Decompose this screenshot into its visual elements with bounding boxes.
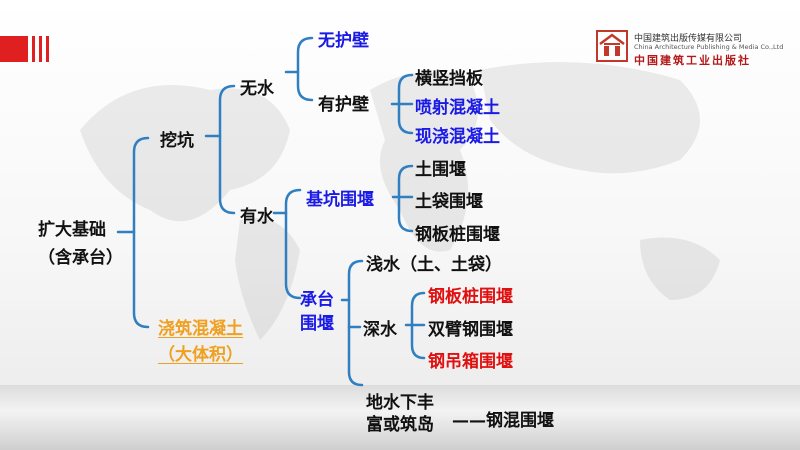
node-root-line2: （含承台）	[38, 248, 123, 268]
node-jiaozhu-line2: （大体积）	[158, 345, 243, 365]
publisher-name-calligraphy: 中国建筑工业出版社	[634, 54, 751, 67]
node-tuweiyan: 土围堰	[415, 160, 466, 180]
node-chengtai-line2: 围堰	[300, 314, 334, 334]
node-chengtai-line1: 承台	[300, 290, 334, 310]
node-jiaozhu-line1: 浇筑混凝土	[158, 319, 243, 339]
publisher-name-en: China Architecture Publishing & Media Co…	[634, 43, 784, 51]
connector-wakeng	[218, 84, 236, 215]
node-jiaozhu: 浇筑混凝土 （大体积）	[158, 316, 243, 368]
node-qianshui: 浅水（土、土袋）	[366, 255, 502, 275]
connector-chengtai	[347, 259, 364, 387]
publisher-name-cn: 中国建筑出版传媒有限公司	[634, 34, 743, 44]
connector-jikeng	[397, 164, 414, 233]
floor-gradient	[0, 385, 800, 450]
node-dishui-line1: 地水下丰	[366, 393, 434, 413]
node-xianjiao: 现浇混凝土	[415, 127, 500, 147]
node-gangbanzhuang: 钢板桩围堰	[415, 225, 500, 245]
connector-root	[132, 136, 150, 329]
publisher-emblem-icon	[596, 30, 628, 62]
red-stripes	[30, 36, 50, 62]
node-root-line1: 扩大基础	[38, 220, 106, 240]
node-diaoxiang: 钢吊箱围堰	[428, 352, 513, 372]
red-corner-tab	[0, 36, 28, 62]
node-chengtai: 承台 围堰	[300, 288, 334, 336]
node-penshe: 喷射混凝土	[415, 98, 500, 118]
node-root: 扩大基础 （含承台）	[38, 216, 123, 272]
node-shuangbi: 双臂钢围堰	[428, 320, 513, 340]
node-wuhubi: 无护壁	[318, 31, 369, 51]
connector-youshui	[284, 188, 302, 300]
publisher-logo: 中国建筑出版传媒有限公司 China Architecture Publishi…	[596, 28, 796, 68]
node-youshui: 有水	[240, 207, 274, 227]
connector-wushui	[296, 36, 314, 102]
node-dishui-line2: 富或筑岛	[366, 415, 434, 435]
node-youhubi: 有护壁	[318, 95, 369, 115]
node-wakeng: 挖坑	[160, 131, 194, 151]
node-tudai: 土袋围堰	[415, 192, 483, 212]
node-dishui: 地水下丰 富或筑岛	[366, 392, 434, 436]
node-shenshui: 深水	[363, 320, 397, 340]
node-wushui: 无水	[240, 79, 274, 99]
node-shenshui-gbz: 钢板桩围堰	[428, 287, 513, 307]
world-map-background	[80, 62, 720, 340]
node-jikeng: 基坑围堰	[306, 190, 374, 210]
node-hengshu: 横竖挡板	[415, 69, 483, 89]
node-ganghun: ——钢混围堰	[452, 411, 554, 431]
